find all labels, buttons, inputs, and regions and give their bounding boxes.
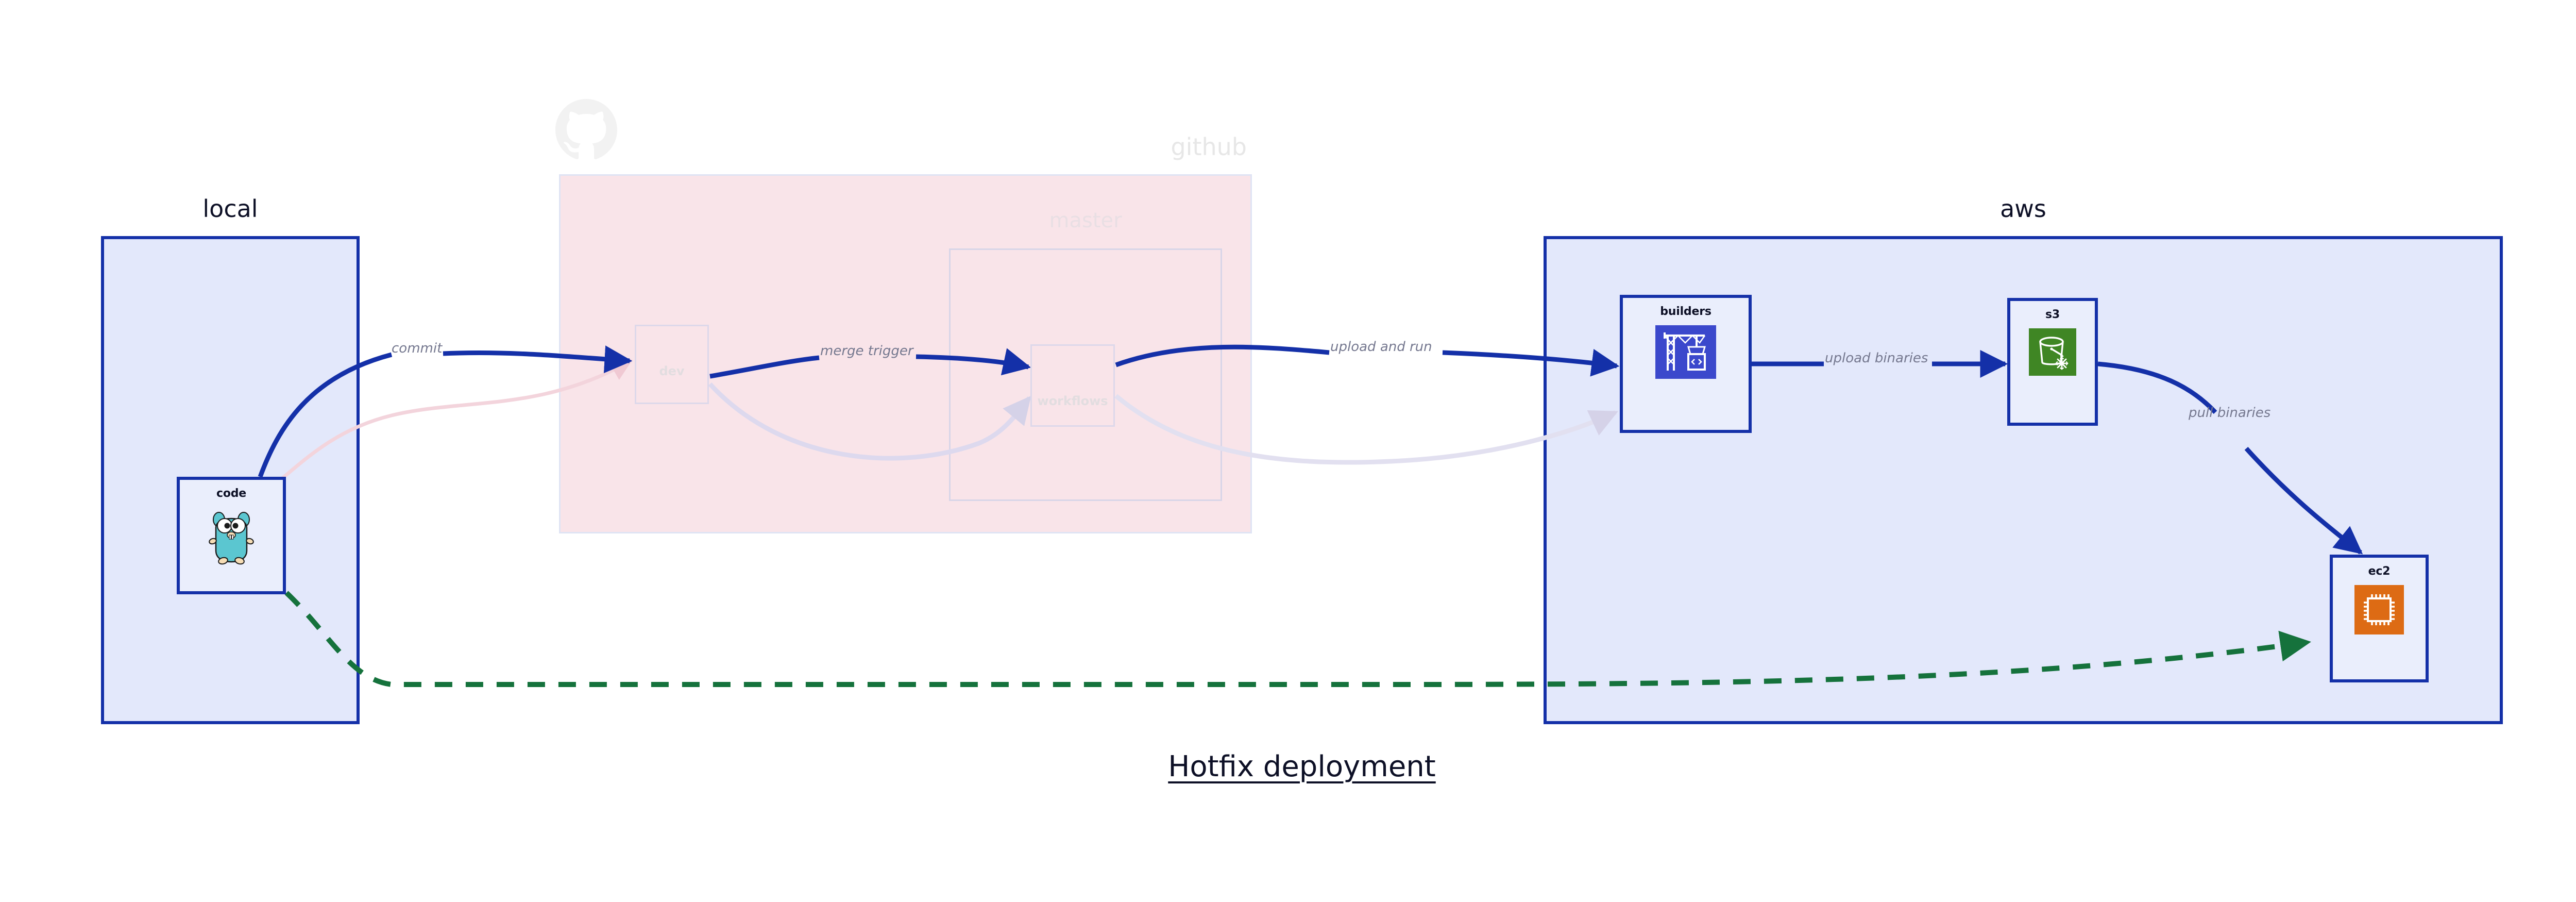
edge-label-upload-binaries: upload binaries xyxy=(1825,350,1928,366)
node-code[interactable]: code xyxy=(177,477,286,594)
node-label-ec2: ec2 xyxy=(2368,565,2391,578)
node-dev[interactable]: dev xyxy=(635,325,709,404)
node-label-workflows: workflows xyxy=(1037,394,1108,408)
aws-ec2-icon xyxy=(2354,585,2404,637)
edge-label-upload-and-run: upload and run xyxy=(1330,339,1432,355)
edge-label-merge-trigger: merge trigger xyxy=(820,343,913,359)
diagram-caption: Hotfix deployment xyxy=(1168,750,1436,783)
group-master xyxy=(949,248,1222,501)
node-ec2[interactable]: ec2 xyxy=(2330,555,2429,682)
group-title-local: local xyxy=(202,195,258,223)
aws-s3-glacier-icon xyxy=(2029,328,2076,378)
group-title-aws: aws xyxy=(2000,195,2046,223)
node-label-dev: dev xyxy=(659,364,685,378)
edge-label-commit: commit xyxy=(392,341,443,356)
node-label-s3: s3 xyxy=(2045,308,2060,321)
edge-label-pull-binaries: pull binaries xyxy=(2189,405,2271,421)
node-s3[interactable]: s3 xyxy=(2007,298,2098,426)
github-octocat-icon xyxy=(555,99,617,161)
group-title-github: github xyxy=(1171,133,1247,161)
node-label-builders: builders xyxy=(1660,305,1711,318)
go-gopher-icon xyxy=(206,507,257,567)
node-builders[interactable]: builders xyxy=(1620,295,1752,433)
aws-codebuild-icon xyxy=(1655,325,1716,381)
node-label-code: code xyxy=(216,487,247,500)
group-title-master: master xyxy=(1049,209,1122,232)
node-workflows[interactable]: workflows xyxy=(1030,344,1115,427)
